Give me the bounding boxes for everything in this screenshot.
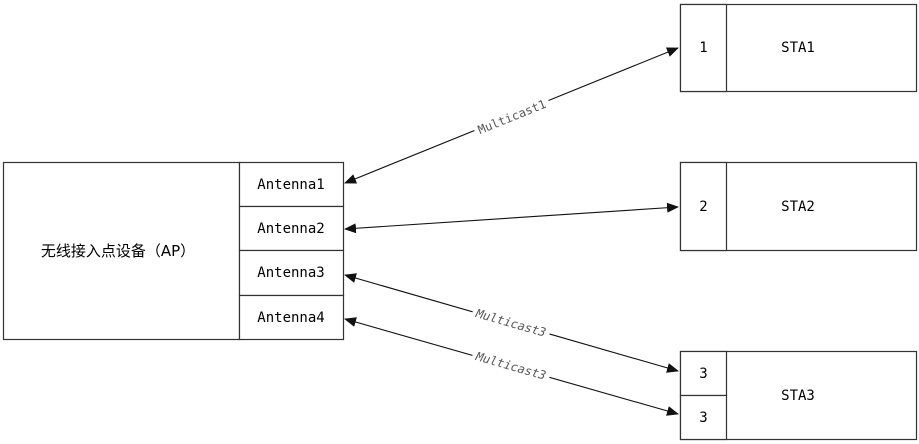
link-label-multicast3-b: Multicast3 [471, 347, 552, 383]
sta2-port-2-label: 2 [699, 199, 707, 215]
sta1-port-1-label: 1 [699, 40, 707, 56]
sta2-name: STA2 [781, 199, 815, 215]
sta3-name: STA3 [781, 388, 815, 404]
ap-device: 无线接入点设备（AP） Antenna1 Antenna2 Antenna3 A… [4, 163, 344, 340]
antenna-1-label: Antenna1 [257, 177, 324, 193]
antenna-3: Antenna3 [240, 251, 344, 296]
svg-text:Multicast3: Multicast3 [473, 306, 547, 340]
link-antenna2-sta2 [345, 207, 678, 229]
ap-label: 无线接入点设备（AP） [41, 242, 195, 260]
antenna-4: Antenna4 [240, 296, 344, 340]
antenna-4-label: Antenna4 [257, 310, 324, 326]
station-sta1: 1 STA1 [681, 5, 917, 92]
sta3-port-3b-label: 3 [699, 410, 707, 426]
svg-text:Multicast1: Multicast1 [476, 97, 548, 137]
svg-text:Multicast3: Multicast3 [473, 349, 547, 383]
sta3-port-3a-label: 3 [699, 366, 707, 382]
antenna-3-label: Antenna3 [257, 265, 324, 281]
antenna-2: Antenna2 [240, 207, 344, 251]
station-sta2: 2 STA2 [681, 163, 917, 251]
link-label-multicast3-a: Multicast3 [471, 304, 552, 340]
station-sta3: 3 3 STA3 [681, 352, 917, 440]
sta1-name: STA1 [781, 40, 815, 56]
link-label-multicast1: Multicast1 [472, 95, 552, 139]
antenna-1: Antenna1 [240, 163, 344, 207]
antenna-2-label: Antenna2 [257, 221, 324, 237]
